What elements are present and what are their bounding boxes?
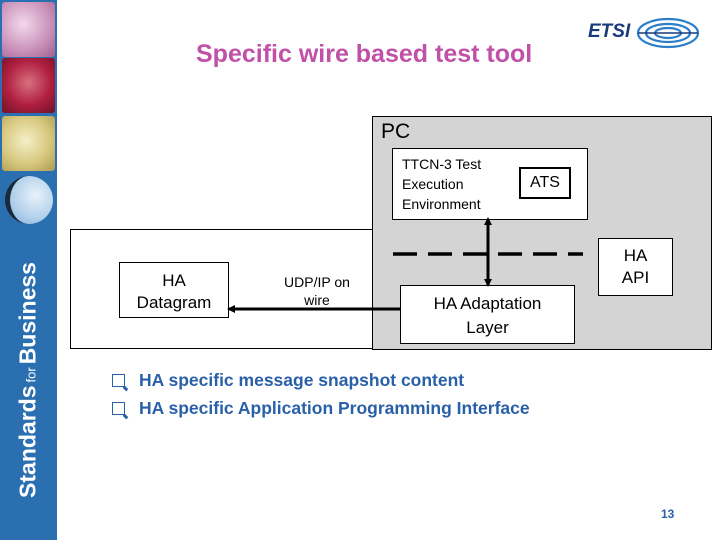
pc-label: PC bbox=[381, 120, 411, 143]
sidebar-brand-text: StandardsforBusiness bbox=[14, 262, 41, 498]
sidebar: StandardsforBusiness bbox=[0, 0, 57, 540]
ha-api-label: HA API bbox=[621, 246, 650, 287]
bullet-list: HA specific message snapshot content HA … bbox=[112, 366, 530, 422]
bullet-item: HA specific Application Programming Inte… bbox=[112, 394, 530, 422]
ats-label: ATS bbox=[530, 174, 560, 191]
test-execution-label: TTCN-3 Test Execution Environment bbox=[402, 156, 482, 212]
sidebar-image-2 bbox=[2, 58, 55, 113]
page-number: 13 bbox=[661, 507, 675, 521]
ha-api-box bbox=[598, 238, 673, 296]
ha-datagram-label: HA Datagram bbox=[136, 271, 212, 312]
bullet-box-icon bbox=[112, 373, 125, 387]
sidebar-image-3 bbox=[2, 116, 55, 171]
adaptation-layer-label: HA Adaptation Layer bbox=[433, 294, 542, 337]
ats-box bbox=[519, 167, 571, 199]
udp-ip-label: UDP/IP on wire bbox=[284, 274, 350, 308]
bullet-item: HA specific message snapshot content bbox=[112, 366, 530, 394]
etsi-logo: ETSI bbox=[588, 17, 700, 49]
page-title: Specific wire based test tool bbox=[196, 40, 533, 68]
sidebar-globe-icon bbox=[5, 176, 53, 224]
sidebar-image-1 bbox=[2, 2, 55, 57]
svg-text:ETSI: ETSI bbox=[588, 21, 631, 42]
ha-datagram-box bbox=[119, 262, 229, 318]
bullet-box-icon bbox=[112, 401, 125, 415]
